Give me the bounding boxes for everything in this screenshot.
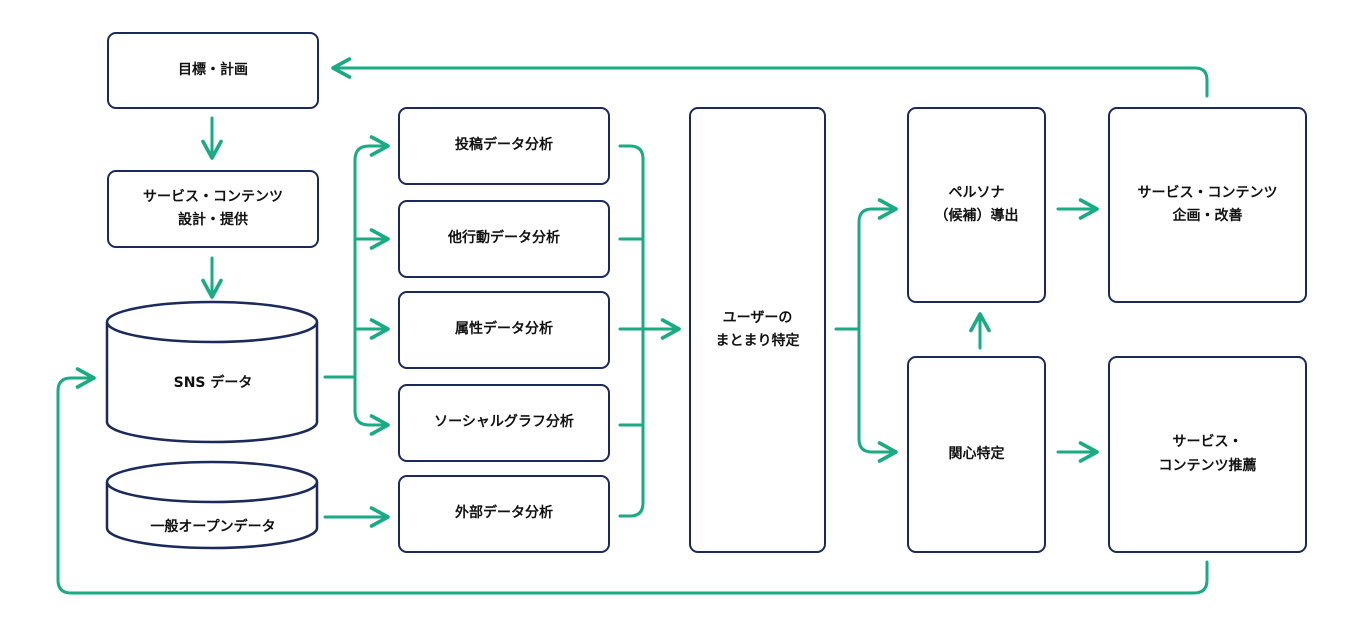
attribute-analysis-label: 属性データ分析: [455, 321, 553, 338]
goal-plan-label: 目標・計画: [178, 61, 248, 78]
behavior-analysis-box: 他行動データ分析: [398, 200, 610, 278]
goal-plan-box: 目標・計画: [107, 32, 319, 109]
arrow-recommend-to-sns: [56, 367, 1209, 595]
user-segment-box: ユーザーの まとまり特定: [689, 107, 826, 553]
external-analysis-box: 外部データ分析: [398, 475, 610, 553]
service-design-box: サービス・コンテンツ 設計・提供: [107, 170, 319, 248]
social-graph-analysis-box: ソーシャルグラフ分析: [398, 384, 610, 462]
persona-box: ペルソナ （候補）導出: [907, 107, 1046, 303]
arrow-planning-to-goal: [331, 57, 1209, 98]
service-planning-label-2: 企画・改善: [1172, 208, 1243, 224]
arrow-fanin-bracket: [618, 144, 645, 518]
service-design-label-1: サービス・コンテンツ: [143, 188, 283, 205]
persona-label-1: ペルソナ: [948, 184, 1005, 201]
persona-label-2: （候補）導出: [934, 208, 1019, 224]
service-planning-label-1: サービス・コンテンツ: [1137, 184, 1278, 201]
open-data-cylinder: [105, 460, 319, 550]
sns-data-cylinder: [105, 300, 319, 444]
arrow-sns-fanout-vertical: [353, 144, 371, 427]
post-analysis-box: 投稿データ分析: [398, 107, 610, 185]
behavior-analysis-label: 他行動データ分析: [448, 230, 560, 247]
social-graph-analysis-label: ソーシャルグラフ分析: [434, 414, 574, 431]
user-segment-label-1: ユーザーの: [722, 309, 793, 326]
sns-data-label: SNS データ: [173, 375, 253, 391]
service-recommend-label-2: コンテンツ推薦: [1158, 457, 1257, 474]
service-design-label-2: 設計・提供: [178, 212, 248, 228]
interest-box: 関心特定: [907, 356, 1046, 553]
attribute-analysis-box: 属性データ分析: [398, 291, 610, 369]
interest-label: 関心特定: [948, 445, 1005, 462]
service-recommend-label-1: サービス・: [1172, 434, 1243, 451]
post-analysis-label: 投稿データ分析: [455, 137, 553, 154]
arrow-segment-vertical: [857, 207, 874, 454]
open-data-label: 一般オープンデータ: [150, 519, 276, 535]
service-recommend-box: サービス・ コンテンツ推薦: [1108, 356, 1307, 553]
service-planning-box: サービス・コンテンツ 企画・改善: [1108, 107, 1307, 303]
external-analysis-label: 外部データ分析: [455, 505, 553, 522]
user-segment-label-2: まとまり特定: [715, 333, 800, 349]
